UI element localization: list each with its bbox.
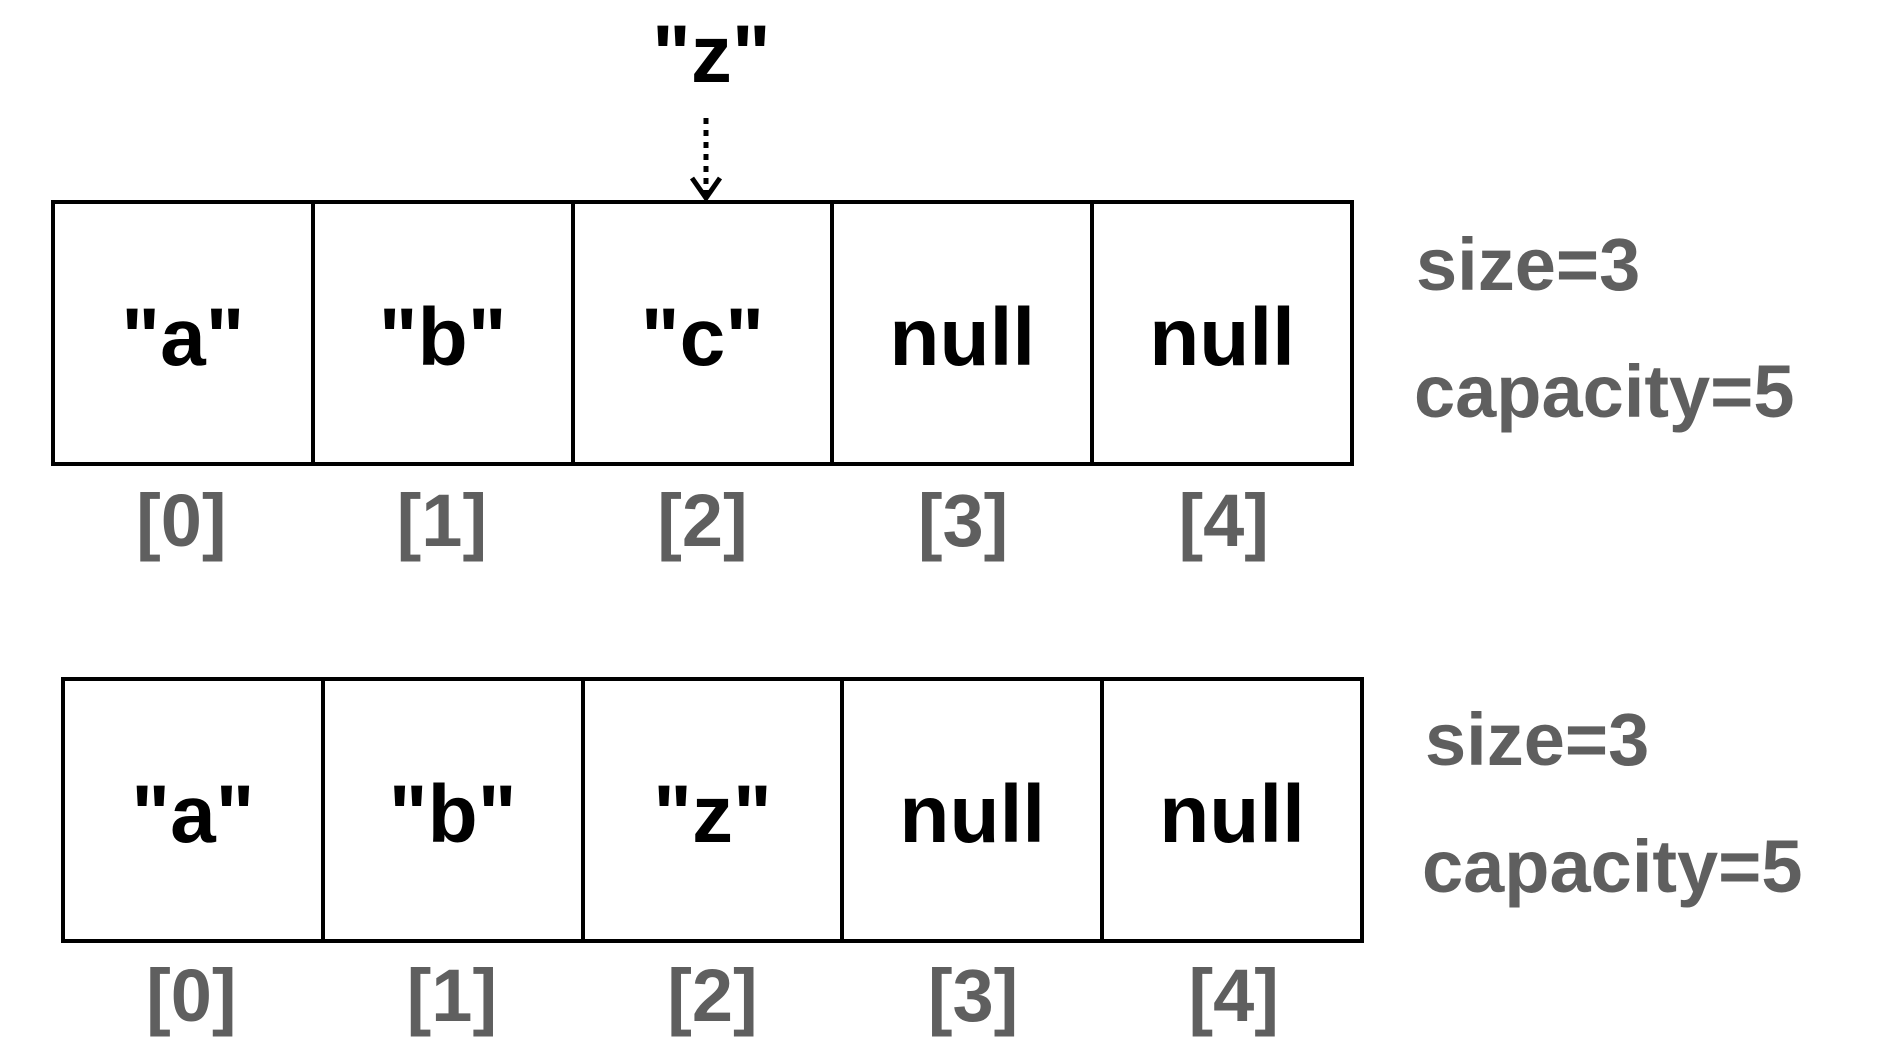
insert-value: "z" <box>652 9 771 100</box>
index-label: [3] <box>917 479 1009 562</box>
index-label: [2] <box>657 479 748 562</box>
array-cell: "z" <box>585 681 845 939</box>
index-label: [3] <box>927 954 1019 1037</box>
array-after: "a" "b" "z" null null <box>61 677 1364 943</box>
array-cell: null <box>834 204 1095 462</box>
size-label-after: size=3 <box>1425 698 1650 781</box>
index-label: [2] <box>667 954 758 1037</box>
array-before: "a" "b" "c" null null <box>51 200 1354 466</box>
index-label: [0] <box>146 954 237 1037</box>
array-cell: "a" <box>65 681 325 939</box>
array-cell: "c" <box>575 204 835 462</box>
index-label: [0] <box>136 479 227 562</box>
array-cell: "b" <box>325 681 585 939</box>
array-cell: "a" <box>55 204 315 462</box>
array-cell: "b" <box>315 204 575 462</box>
array-cell: null <box>1159 769 1305 860</box>
index-row-before: [0] [1] [2] [3] [4] <box>51 478 1354 563</box>
dotted-down-arrow-icon <box>689 118 723 203</box>
array-cell: null <box>1149 292 1295 383</box>
index-label: [1] <box>406 954 498 1037</box>
index-label: [4] <box>1178 479 1269 562</box>
index-label: [4] <box>1188 954 1279 1037</box>
size-label-before: size=3 <box>1416 223 1641 306</box>
index-row-after: [0] [1] [2] [3] [4] <box>61 953 1364 1038</box>
index-label: [1] <box>396 479 488 562</box>
array-cell: null <box>844 681 1105 939</box>
capacity-label-after: capacity=5 <box>1422 825 1803 908</box>
capacity-label-before: capacity=5 <box>1414 350 1795 433</box>
